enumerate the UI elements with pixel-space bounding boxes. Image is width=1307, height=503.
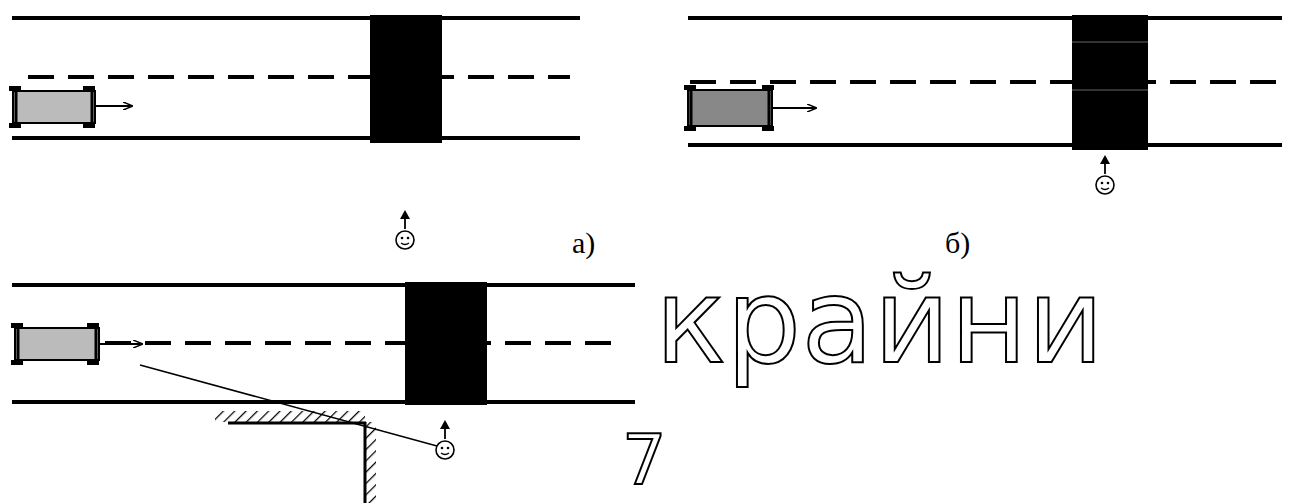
watermark-text: крайни [655, 262, 1104, 380]
road-c [11, 282, 635, 503]
panel-label: а) [572, 228, 595, 258]
panel-label: б) [945, 228, 970, 258]
watermark-text: 7 [622, 425, 667, 495]
road-a [9, 15, 580, 249]
road-b [684, 15, 1290, 194]
